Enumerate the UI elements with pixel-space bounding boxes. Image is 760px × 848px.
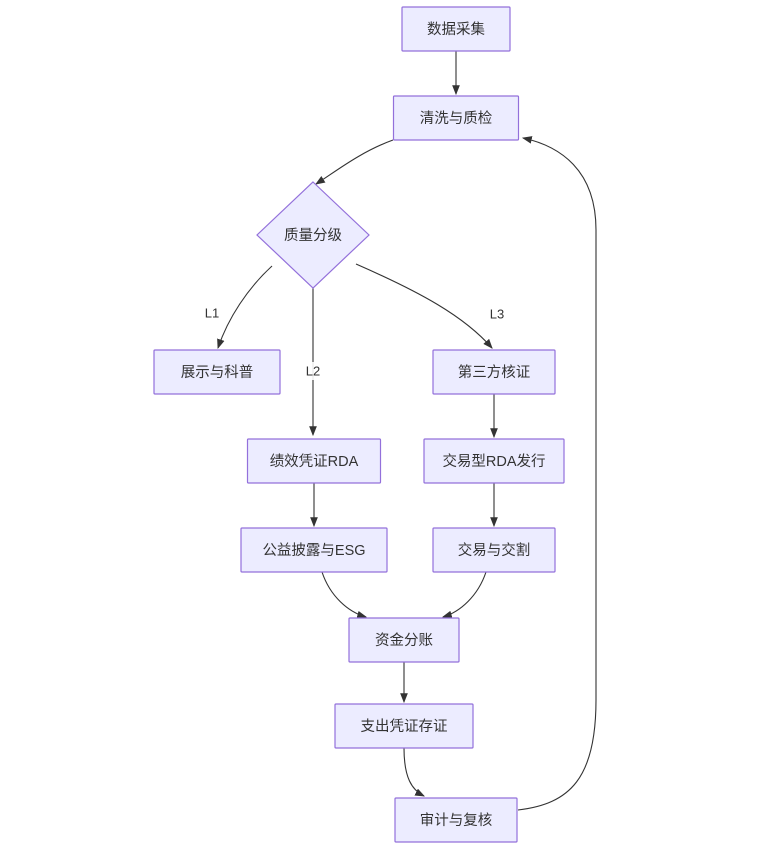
node-label-n8: 公益披露与ESG (262, 542, 365, 559)
node-shape-rect (392, 95, 520, 141)
edge-label-text: L1 (205, 305, 219, 320)
node-n8[interactable]: 公益披露与ESG (240, 527, 388, 573)
edge-n12-to-n2 (517, 136, 597, 811)
node-n6[interactable]: 第三方核证 (432, 349, 556, 395)
node-label-n12: 审计与复核 (420, 811, 493, 829)
node-label-n11: 支出凭证存证 (361, 718, 448, 735)
edge-n2-to-n3 (315, 139, 394, 185)
node-label-n6: 第三方核证 (458, 363, 531, 381)
node-label-n9: 交易与交割 (458, 541, 531, 559)
node-shape-rect (401, 6, 511, 52)
node-n2[interactable]: 清洗与质检 (392, 95, 520, 141)
edge-label-text: L2 (306, 363, 320, 378)
edge-n3-to-n4 (217, 265, 273, 350)
node-label-n4: 展示与科普 (181, 364, 254, 381)
node-shape-rect (348, 617, 460, 663)
edge-n11-to-n12 (403, 747, 425, 797)
node-n1[interactable]: 数据采集 (401, 6, 511, 52)
edge-n9-to-n10 (441, 571, 487, 619)
node-n7[interactable]: 交易型RDA发行 (423, 438, 565, 484)
node-shape-rect (334, 703, 474, 749)
node-label-n5: 绩效凭证RDA (270, 453, 359, 470)
node-shape-rect (153, 349, 281, 395)
edge-label-l3: L3 (485, 305, 509, 323)
node-label-n3: 质量分级 (284, 227, 342, 244)
node-shape-rect (423, 438, 565, 484)
node-shape-rect (246, 438, 382, 484)
node-label-n10: 资金分账 (375, 632, 433, 649)
node-n3[interactable]: 质量分级 (256, 181, 370, 289)
edges-layer (217, 51, 597, 811)
node-n10[interactable]: 资金分账 (348, 617, 460, 663)
node-n11[interactable]: 支出凭证存证 (334, 703, 474, 749)
node-label-n7: 交易型RDA发行 (442, 452, 545, 470)
edge-label-background (301, 362, 325, 380)
node-shape-rect (394, 797, 518, 843)
node-label-n1: 数据采集 (427, 21, 485, 38)
node-n12[interactable]: 审计与复核 (394, 797, 518, 843)
edge-label-text: L3 (490, 306, 504, 321)
edge-n3-to-n6 (355, 263, 493, 349)
node-shape-rect (240, 527, 388, 573)
node-n5[interactable]: 绩效凭证RDA (246, 438, 382, 484)
node-shape-diamond (256, 181, 370, 289)
edge-label-background (485, 305, 509, 323)
node-shape-rect (432, 527, 556, 573)
edge-label-background (200, 304, 224, 322)
node-n9[interactable]: 交易与交割 (432, 527, 556, 573)
edge-label-l2: L2 (301, 362, 325, 380)
node-label-n2: 清洗与质检 (420, 110, 493, 127)
node-shape-rect (432, 349, 556, 395)
edge-n8-to-n10 (321, 571, 368, 619)
edge-label-l1: L1 (200, 304, 224, 322)
node-n4[interactable]: 展示与科普 (153, 349, 281, 395)
